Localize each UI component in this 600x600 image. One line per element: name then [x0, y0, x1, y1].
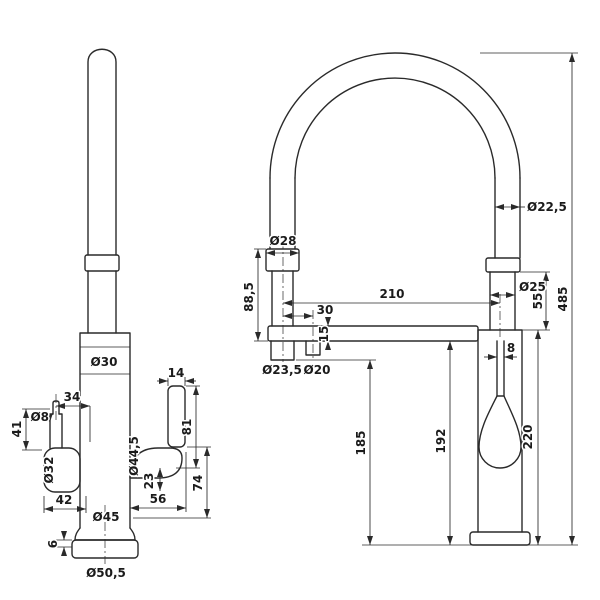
spray-head-tube [271, 270, 294, 327]
dim-handle-length: 42 [56, 493, 73, 507]
spray-outlet-fitting [270, 340, 295, 361]
dim-bar-thickness: 15 [317, 326, 331, 343]
ext-74 [133, 446, 211, 519]
body-outline [79, 332, 131, 529]
ext-81 [176, 385, 200, 469]
dim-base-ring-height: 6 [46, 540, 60, 548]
dim-spout-reach: 210 [379, 287, 404, 301]
right-body-outline [477, 329, 523, 533]
dim-handle-diameter: Ø32 [42, 457, 56, 484]
dim-lever-total-height: 74 [191, 475, 205, 492]
lever-paddle [167, 385, 186, 448]
dim-total-height: 485 [556, 286, 570, 311]
hose-right-drop [494, 177, 521, 259]
ext-41 [22, 408, 50, 451]
spray-head-collar [265, 248, 300, 272]
dim-base-diameter: Ø45 [93, 510, 120, 524]
dim-spout-diameter: Ø30 [91, 355, 118, 369]
lower-neck-outline [87, 270, 117, 334]
dim-body-height: 220 [521, 424, 535, 449]
ext-14 [167, 377, 186, 386]
body-ring-lines [80, 346, 130, 375]
dim-riser-height: 55 [531, 293, 545, 310]
right-base-plate [469, 531, 531, 546]
ext-885 [254, 248, 268, 342]
dim-handle-stem-height: 41 [10, 421, 24, 438]
dim-lever-reach: 56 [150, 492, 167, 506]
leader-d8 [45, 412, 54, 422]
dim-lever-width: 14 [168, 366, 185, 380]
lever-pivot-cap [129, 447, 183, 479]
dim-handle-offset: 34 [64, 390, 81, 404]
dim-body-diameter: Ø44,5 [127, 436, 141, 476]
hose-left-drop [269, 177, 296, 250]
dim-base-plate-diameter: Ø50,5 [86, 566, 126, 580]
dim-lever-pin-width: 8 [507, 341, 515, 355]
dim-outlet-offset: 30 [317, 303, 334, 317]
left-view: Ø30 34 Ø8 41 Ø32 42 14 81 Ø44,5 23 56 74… [9, 48, 211, 582]
dim-riser-diameter: Ø25 [519, 280, 546, 294]
right-view: Ø22,5 Ø28 210 30 88,5 15 Ø23,5 Ø20 Ø25 5… [241, 52, 578, 546]
right-lever-pin [496, 340, 505, 397]
dim-spray-head-height: 88,5 [242, 282, 256, 312]
riser-tube [489, 271, 516, 331]
dim-lever-height: 81 [180, 419, 194, 436]
dim-pin-diameter: Ø8 [30, 410, 49, 424]
dim-spray-outlet-diameter: Ø23,5 [262, 363, 302, 377]
holder-bar [267, 325, 479, 342]
dim-spray-collar-diameter: Ø28 [270, 234, 297, 248]
ext-6 [56, 539, 72, 548]
right-lever-teardrop [478, 395, 522, 469]
dim-bar-clearance: 192 [434, 428, 448, 453]
riser-collar [485, 257, 521, 273]
neck-ring [84, 254, 120, 272]
dim-outlet-clearance: 185 [354, 430, 368, 455]
hose-arch-outer [269, 52, 521, 179]
aerator-nub [305, 340, 321, 356]
dim-aerator-diameter: Ø20 [304, 363, 331, 377]
dim-hose-diameter: Ø22,5 [527, 200, 567, 214]
spout-neck-outline [87, 48, 117, 256]
ext-42 [43, 496, 87, 513]
hose-arch-inner [294, 77, 496, 179]
dim-lever-offset: 23 [142, 473, 156, 490]
